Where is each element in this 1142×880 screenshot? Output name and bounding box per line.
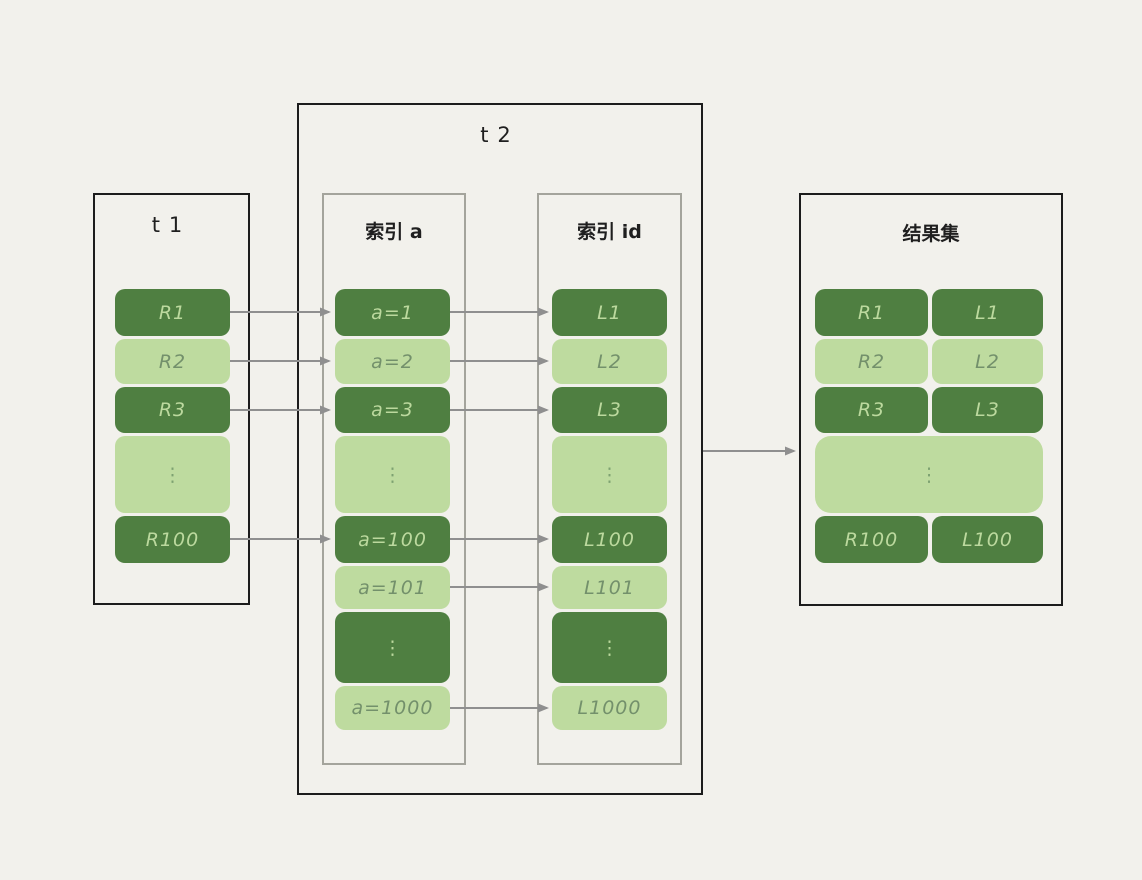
t1-cell-ellipsis: ⋮ (115, 436, 230, 513)
cell-label: a=2 (371, 350, 414, 373)
cell-label: a=101 (358, 576, 427, 599)
result-cell-l2: L2 (932, 339, 1043, 384)
index-a-cell-1: a=1 (335, 289, 450, 336)
index-id-cell-l2: L2 (552, 339, 667, 384)
index-a-ellipsis-2: ⋮ (335, 612, 450, 683)
index-a-ellipsis-1: ⋮ (335, 436, 450, 513)
index-a-frame: 索引 a (322, 193, 466, 765)
cell-label: a=1 (371, 301, 414, 324)
table-t2-frame: t2 (297, 103, 703, 795)
cell-label: R2 (857, 350, 886, 373)
result-cell-l3: L3 (932, 387, 1043, 433)
cell-label: a=100 (358, 528, 427, 551)
result-cell-l1: L1 (932, 289, 1043, 336)
result-ellipsis: ⋮ (815, 436, 1043, 513)
result-cell-r3: R3 (815, 387, 928, 433)
result-set-title: 结果集 (902, 223, 960, 245)
ellipsis-glyph: ⋮ (163, 463, 182, 486)
index-id-frame: 索引 id (537, 193, 682, 765)
t1-cell-r1: R1 (115, 289, 230, 336)
index-a-cell-100: a=100 (335, 516, 450, 563)
index-a-cell-101: a=101 (335, 566, 450, 609)
ellipsis-glyph: ⋮ (600, 463, 619, 486)
cell-label: L101 (584, 576, 635, 599)
index-id-title: 索引 id (577, 221, 642, 243)
table-t1-frame: t1 (93, 193, 250, 605)
index-id-ellipsis-2: ⋮ (552, 612, 667, 683)
cell-label: L1 (597, 301, 622, 324)
cell-label: L100 (584, 528, 635, 551)
cell-label: R3 (158, 399, 187, 421)
cell-label: R100 (145, 528, 200, 551)
index-id-cell-l3: L3 (552, 387, 667, 433)
cell-label: L1000 (577, 697, 642, 719)
cell-label: R1 (158, 301, 187, 324)
result-cell-l100: L100 (932, 516, 1043, 563)
t1-cell-r2: R2 (115, 339, 230, 384)
cell-label: L1 (975, 301, 1000, 324)
index-id-cell-l1000: L1000 (552, 686, 667, 730)
cell-label: R2 (158, 350, 187, 373)
result-cell-r1: R1 (815, 289, 928, 336)
index-a-title: 索引 a (365, 221, 423, 243)
cell-label: R3 (857, 399, 886, 421)
index-id-cell-l1: L1 (552, 289, 667, 336)
index-id-ellipsis-1: ⋮ (552, 436, 667, 513)
result-cell-r100: R100 (815, 516, 928, 563)
index-a-cell-2: a=2 (335, 339, 450, 384)
index-a-cell-3: a=3 (335, 387, 450, 433)
cell-label: L2 (975, 350, 1000, 373)
cell-label: L100 (962, 528, 1013, 551)
index-id-cell-l100: L100 (552, 516, 667, 563)
index-id-cell-l101: L101 (552, 566, 667, 609)
t1-cell-r100: R100 (115, 516, 230, 563)
table-t1-title: t1 (151, 213, 192, 237)
cell-label: L2 (597, 350, 622, 373)
cell-label: L3 (597, 399, 622, 421)
result-cell-r2: R2 (815, 339, 928, 384)
cell-label: a=3 (371, 399, 414, 421)
ellipsis-glyph: ⋮ (919, 463, 939, 486)
cell-label: L3 (975, 399, 1000, 421)
table-t2-title: t2 (480, 123, 520, 147)
index-a-cell-1000: a=1000 (335, 686, 450, 730)
cell-label: R100 (844, 528, 899, 551)
t1-cell-r3: R3 (115, 387, 230, 433)
ellipsis-glyph: ⋮ (383, 636, 402, 659)
ellipsis-glyph: ⋮ (383, 463, 402, 486)
cell-label: a=1000 (351, 697, 434, 719)
cell-label: R1 (857, 301, 886, 324)
ellipsis-glyph: ⋮ (600, 636, 619, 659)
result-set-frame: 结果集 (799, 193, 1063, 606)
